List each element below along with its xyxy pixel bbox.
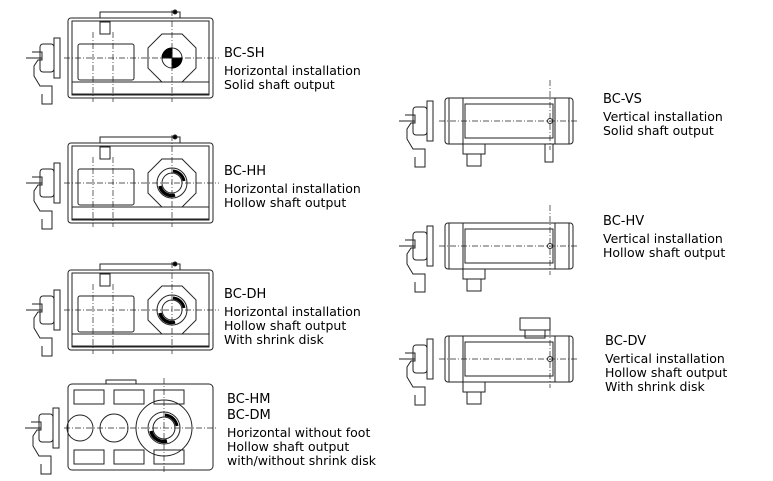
lower-shaft	[467, 279, 481, 291]
bracket	[405, 240, 425, 292]
description-line: Vertical installation	[603, 231, 723, 246]
bc-dv-drawing	[400, 318, 595, 413]
flange	[54, 38, 60, 78]
description-line: Vertical installation	[603, 109, 723, 124]
bracket	[32, 304, 52, 356]
bc-hv-drawing	[400, 205, 595, 290]
gear-cover	[78, 296, 134, 332]
top-cover	[100, 12, 180, 18]
flange	[54, 290, 60, 330]
inspection-cover	[100, 147, 110, 159]
lower-shaft	[467, 392, 481, 404]
model-code: BC-HH	[224, 164, 267, 179]
bracket	[32, 52, 52, 104]
description-line: Horizontal installation	[224, 181, 361, 196]
flange	[427, 339, 433, 379]
bc-hh-label: BC-HH Horizontal installation Hollow sha…	[224, 165, 361, 210]
rib-panel	[154, 390, 184, 404]
bc-sh-drawing	[30, 10, 220, 105]
shaft-quadrant	[172, 58, 182, 68]
bc-dv-label: BC-DV Vertical installation Hollow shaft…	[605, 335, 727, 394]
foot	[72, 207, 209, 219]
description-line: Hollow shaft output	[605, 365, 728, 380]
bc-hv-label: BC-HV Vertical installation Hollow shaft…	[603, 215, 725, 260]
lower-shaft-housing	[463, 269, 485, 279]
foot	[72, 334, 209, 346]
bc-dh-drawing	[30, 262, 220, 357]
description-line: Horizontal installation	[224, 304, 361, 319]
foot	[72, 82, 209, 94]
keyway-arc	[160, 186, 175, 195]
rib-panel	[114, 390, 144, 404]
output-flange	[148, 159, 196, 207]
bc-hm-dm-drawing	[25, 378, 220, 473]
description-line: Vertical installation	[605, 351, 725, 366]
model-code: BC-DM	[227, 408, 271, 423]
bc-sh-label: BC-SH Horizontal installation Solid shaf…	[224, 47, 361, 92]
keyway-arc	[165, 415, 177, 426]
description-line: Hollow shaft output	[227, 439, 350, 454]
bc-vs-label: BC-VS Vertical installation Solid shaft …	[603, 93, 723, 138]
top-cover	[106, 380, 136, 384]
rib-panel	[74, 390, 104, 404]
output-flange	[148, 286, 196, 334]
model-code: BC-SH	[224, 46, 265, 61]
keyway-arc	[173, 298, 184, 308]
lower-shaft-housing	[463, 144, 485, 154]
top-cover	[100, 264, 180, 270]
description-line: Hollow shaft output	[224, 318, 347, 333]
model-code: BC-HV	[603, 214, 645, 229]
bracket	[405, 115, 425, 167]
bc-hh-drawing	[30, 135, 220, 230]
bc-vs-drawing	[400, 80, 595, 165]
model-code: BC-VS	[603, 92, 642, 107]
inspection-cover	[100, 22, 110, 34]
bracket	[32, 177, 52, 229]
keyway-arc	[173, 171, 184, 181]
model-code: BC-DH	[224, 287, 267, 302]
keyway-arc	[151, 431, 167, 441]
description-line: with/without shrink disk	[227, 453, 377, 468]
description-line: Horizontal installation	[224, 63, 361, 78]
description-line: With shrink disk	[224, 332, 324, 347]
output-shaft	[545, 144, 553, 162]
description-line: With shrink disk	[605, 379, 705, 394]
description-line: Hollow shaft output	[224, 195, 347, 210]
bracket	[31, 422, 51, 474]
rib-panel	[154, 450, 184, 464]
description-line: Horizontal without foot	[227, 425, 371, 440]
description-line: Hollow shaft output	[603, 245, 726, 260]
lower-shaft-housing	[463, 382, 485, 392]
model-code: BC-HM	[227, 392, 271, 407]
flange	[53, 408, 59, 448]
flange	[427, 226, 433, 266]
shrink-disk	[520, 318, 550, 330]
rib-panel	[114, 450, 144, 464]
vent-plug	[173, 135, 177, 139]
keyway-arc	[160, 313, 175, 322]
vent-plug	[173, 262, 177, 266]
flange	[427, 101, 433, 141]
gear-cover	[78, 169, 134, 205]
bc-dh-label: BC-DH Horizontal installation Hollow sha…	[224, 288, 361, 347]
top-cover	[100, 137, 180, 143]
output-flange	[148, 34, 196, 82]
model-code: BC-DV	[605, 334, 647, 349]
description-line: Solid shaft output	[603, 123, 714, 138]
description-line: Solid shaft output	[224, 77, 335, 92]
flange	[54, 163, 60, 203]
vent-plug	[173, 10, 177, 14]
shaft-quadrant	[162, 48, 172, 58]
bracket	[405, 353, 425, 405]
lower-shaft	[467, 154, 481, 166]
inspection-cover	[100, 274, 110, 286]
shrink-disk-hub	[525, 330, 545, 338]
housing	[68, 384, 213, 470]
bc-hm-dm-label: BC-HM BC-DM Horizontal without foot Holl…	[227, 393, 376, 468]
rib-panel	[74, 450, 104, 464]
gear-cover	[78, 44, 134, 80]
